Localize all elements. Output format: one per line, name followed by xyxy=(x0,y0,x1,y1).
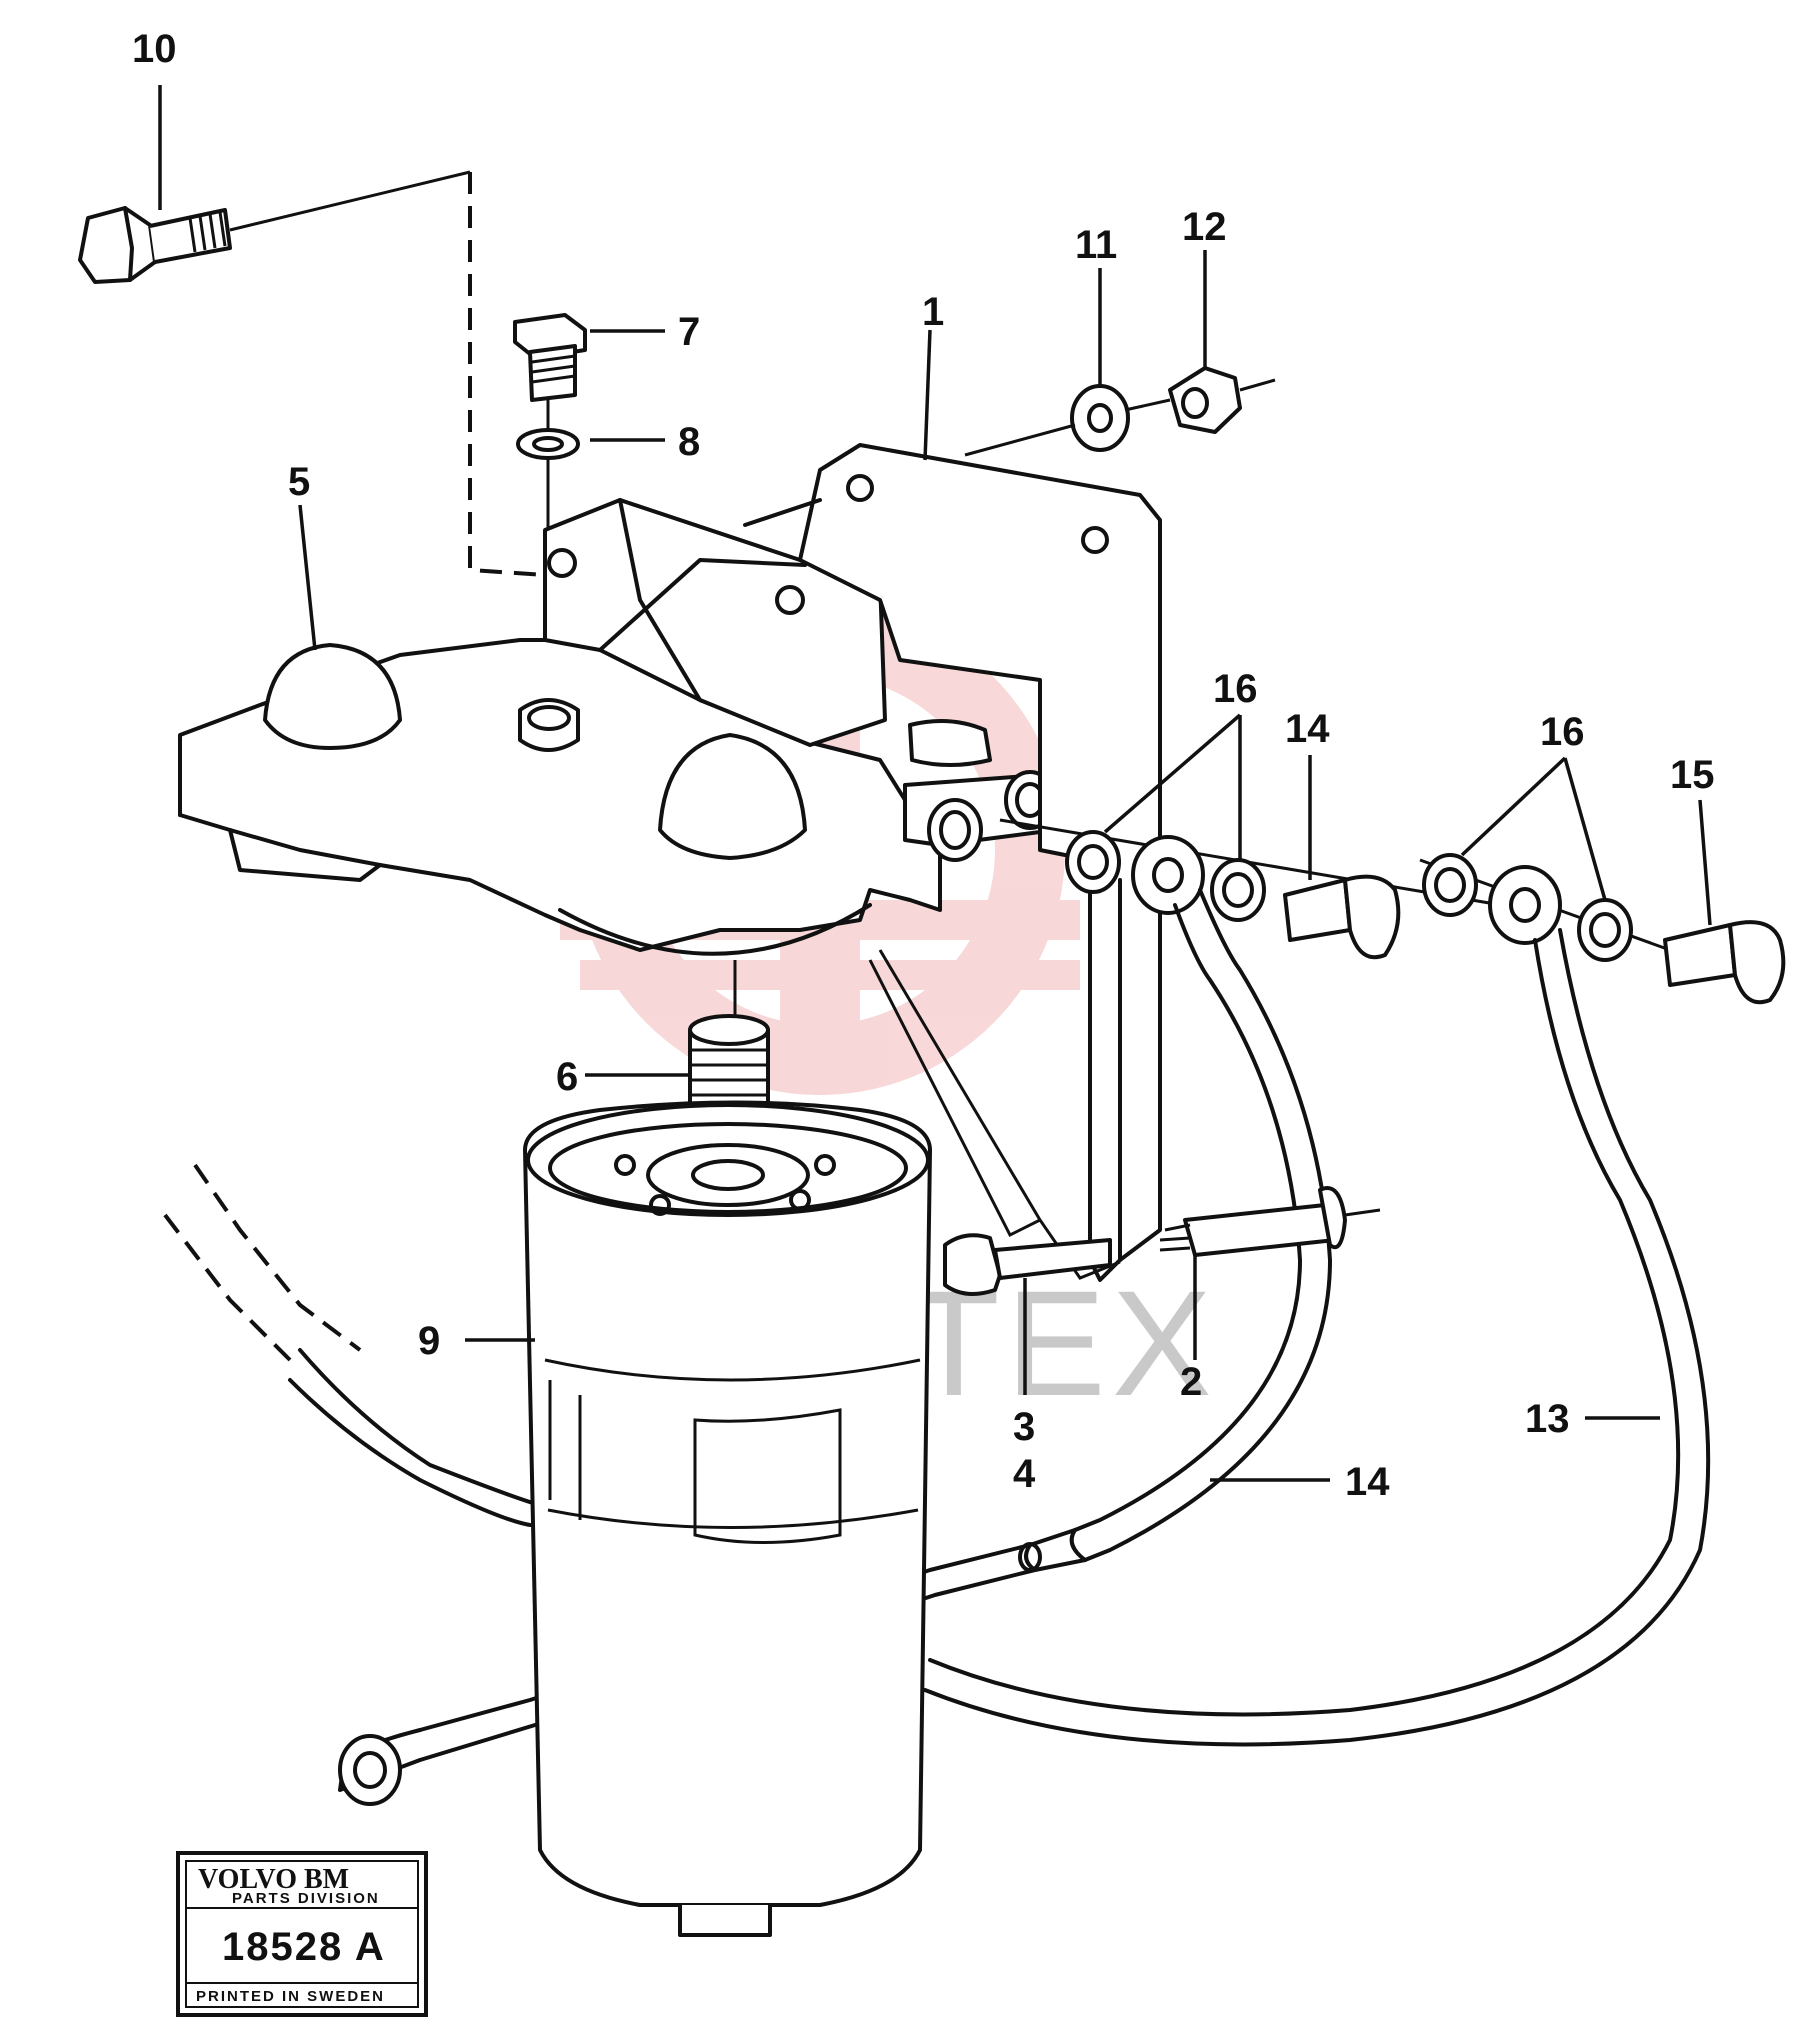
bracket-1-stay-edge xyxy=(868,959,1041,1238)
bolt-10 xyxy=(78,206,232,284)
banjo-bolt-15-b xyxy=(1663,920,1786,1005)
callout-15-a: 14 xyxy=(1285,707,1330,751)
banjo-bolt-15-a xyxy=(1283,874,1401,960)
washer-11 xyxy=(1070,384,1130,452)
callout-7: 7 xyxy=(678,310,700,354)
bolt-10-axis xyxy=(229,170,471,232)
return-lines xyxy=(163,1163,542,1527)
washer-16-b xyxy=(1210,858,1266,922)
callout-15-b: 15 xyxy=(1670,753,1715,797)
callout-4: 4 xyxy=(1013,1452,1036,1496)
callout-10: 10 xyxy=(132,27,177,71)
washer-16-d xyxy=(1577,898,1633,962)
washer-8 xyxy=(516,428,580,460)
plug-7 xyxy=(513,313,587,402)
hose-13 xyxy=(923,928,1711,1747)
title-block-division: PARTS DIVISION xyxy=(232,1890,380,1907)
callout-12: 12 xyxy=(1182,205,1227,249)
callout-13: 13 xyxy=(1525,1397,1570,1441)
title-block-brand: VOLVO BM xyxy=(198,1864,349,1895)
callout-16-a: 16 xyxy=(1213,667,1258,711)
oil-filter-9 xyxy=(523,1100,932,1937)
nut-12 xyxy=(1168,366,1242,434)
washer-16-a xyxy=(1065,830,1121,894)
leader-lines xyxy=(158,85,1712,1482)
callout-16-b: 16 xyxy=(1540,710,1585,754)
callout-3: 3 xyxy=(1013,1405,1035,1449)
bolt-10-dashed-path xyxy=(468,172,546,577)
callout-6: 6 xyxy=(556,1055,578,1099)
banjo-fitting-a xyxy=(1131,835,1205,915)
banjo-fitting-b xyxy=(1488,865,1562,945)
bracket-stud-axis xyxy=(964,378,1276,457)
sleeve-2 xyxy=(1159,1186,1381,1257)
callout-2: 2 xyxy=(1180,1360,1202,1404)
callout-9: 9 xyxy=(418,1319,440,1363)
title-block: VOLVO BM PARTS DIVISION 18528 A PRINTED … xyxy=(176,1851,428,2017)
bolt-3 xyxy=(943,1233,1112,1296)
callout-14: 14 xyxy=(1345,1460,1390,1504)
callout-5: 5 xyxy=(288,460,310,504)
callout-1: 1 xyxy=(922,290,944,334)
title-block-footer: PRINTED IN SWEDEN xyxy=(196,1988,385,2005)
callout-11: 11 xyxy=(1075,223,1117,267)
washer-16-c xyxy=(1422,853,1478,917)
title-block-code: 18528 A xyxy=(222,1925,386,1969)
callout-8: 8 xyxy=(678,420,700,464)
filter-head-5 xyxy=(178,498,1058,956)
